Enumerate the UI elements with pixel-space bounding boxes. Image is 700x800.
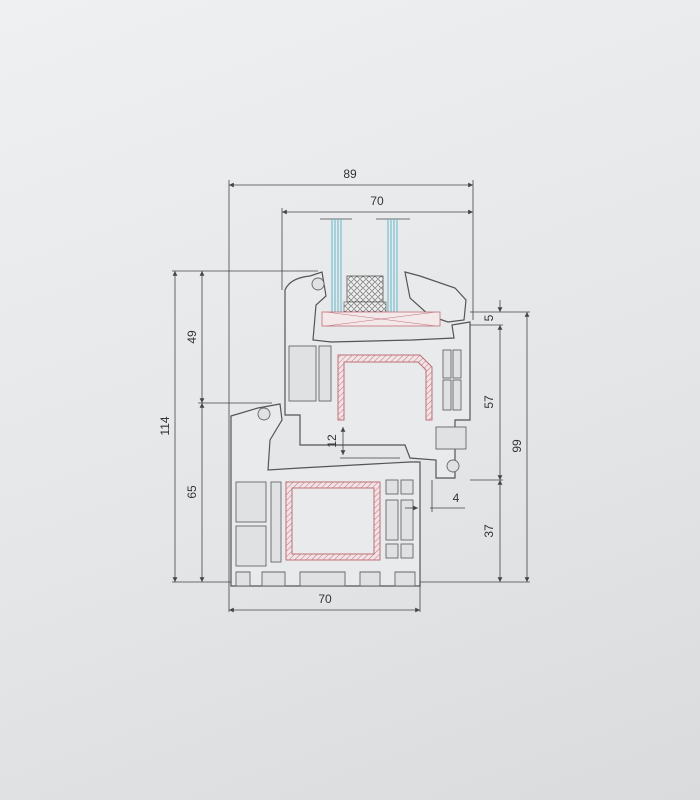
glass-panes: [320, 218, 410, 313]
dim-total-height: 114: [158, 416, 172, 435]
dim-sash-to-frame: 57: [482, 395, 496, 409]
sash-reinforcement: [337, 354, 433, 421]
dim-sash-height: 49: [185, 330, 199, 344]
dim-sash-width: 70: [370, 194, 384, 208]
dim-right-total: 99: [510, 439, 524, 453]
frame-reinforcement: [285, 481, 381, 561]
dim-gasket-gap: 5: [482, 314, 496, 321]
dim-frame-width: 70: [318, 592, 332, 606]
dim-frame-right: 37: [482, 524, 496, 538]
dim-overlap: 12: [325, 434, 339, 448]
dim-rebate: 4: [453, 491, 460, 505]
dim-frame-height: 65: [185, 485, 199, 499]
dimension-lines: [172, 180, 530, 613]
dim-overall-width: 89: [343, 167, 357, 181]
spacer-desiccant: [346, 275, 384, 303]
sash-profile: [284, 271, 471, 479]
sealant: [343, 301, 387, 313]
frame-profile: [230, 403, 421, 587]
